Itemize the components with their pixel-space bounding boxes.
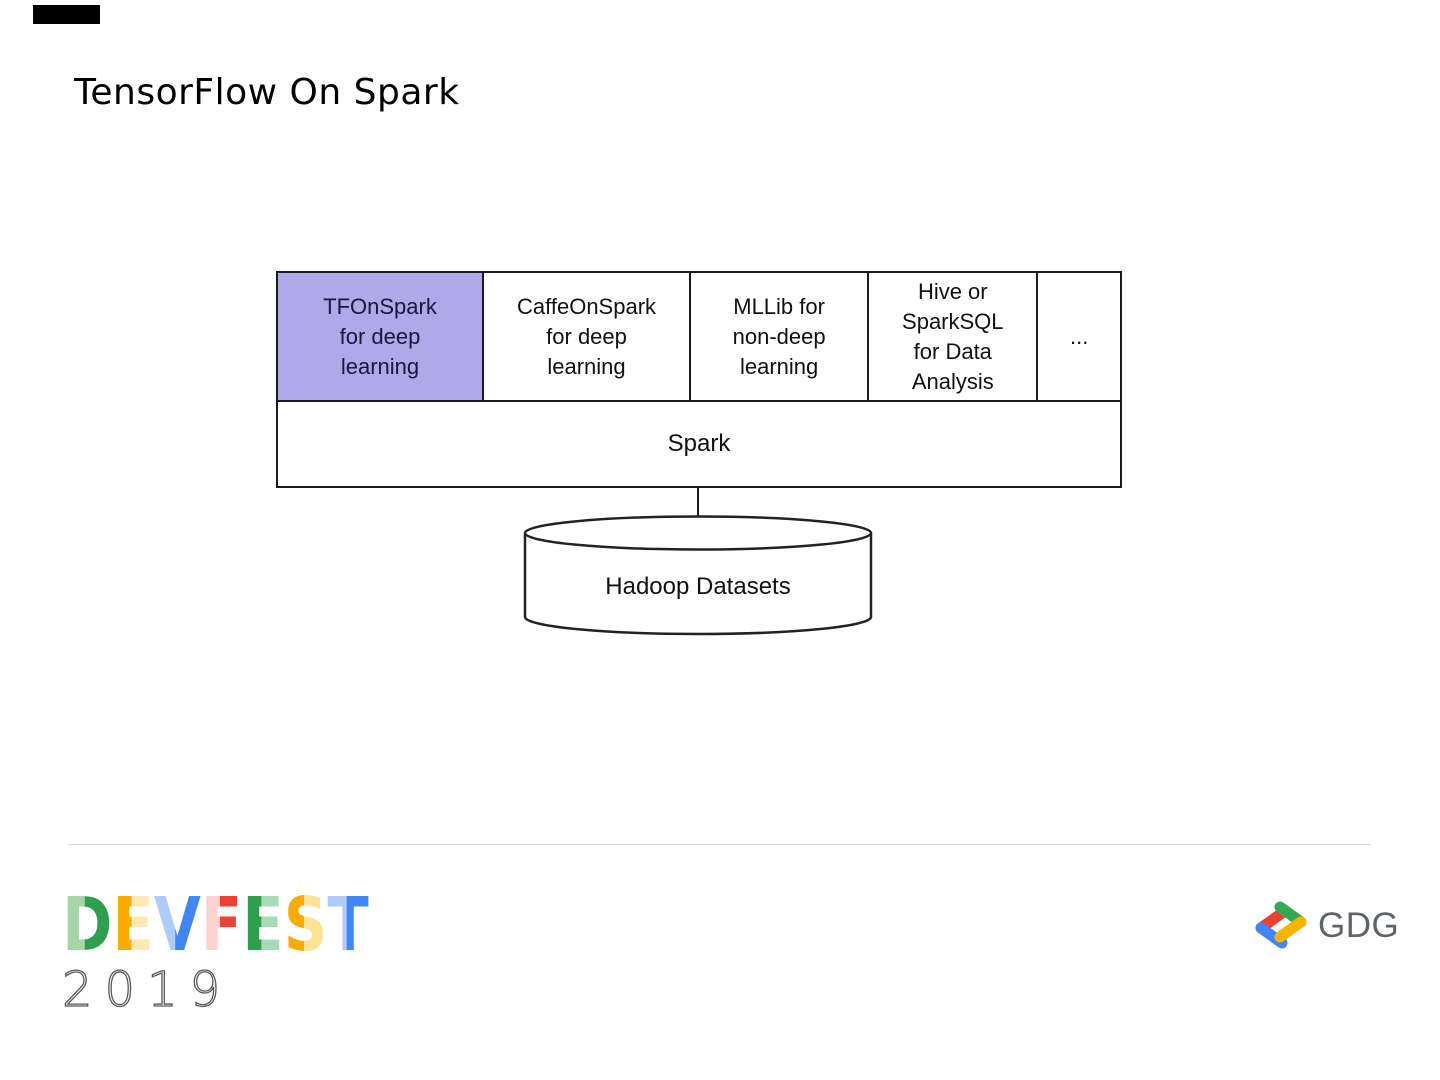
diagram-cell-4: ... <box>1036 273 1120 400</box>
diagram-cell-line: TFOnSpark <box>323 293 437 319</box>
page-title: TensorFlow On Spark <box>74 72 460 113</box>
diagram-cell-line: for deep <box>339 323 421 349</box>
diagram-cell-line: learning <box>340 353 420 379</box>
diagram-cell-line: for Data <box>913 338 992 364</box>
diagram-cell-line: learning <box>739 353 819 379</box>
diagram-cell-line: learning <box>547 353 626 379</box>
diagram-cell-0: TFOnSpark for deep learning <box>278 273 483 400</box>
devfest-letter: F <box>200 882 243 968</box>
diagram-cell-line: for deep <box>546 323 627 349</box>
connector-line <box>697 486 699 517</box>
spark-layer: Spark <box>278 400 1120 486</box>
spark-layer-label: Spark <box>667 430 731 457</box>
diagram-cell-line: non-deep <box>732 323 826 349</box>
devfest-letter: T <box>327 882 369 968</box>
diagram-cell-line: SparkSQL <box>902 308 1004 334</box>
diagram-cell-line: ... <box>1070 323 1089 349</box>
diagram-cell-line: MLLib for <box>733 293 825 319</box>
devfest-letter: E <box>112 882 154 968</box>
diagram-cell-2: MLLib for non-deep learning <box>689 273 868 400</box>
gdg-brackets-icon <box>1255 901 1307 949</box>
hadoop-datasets-label: Hadoop Datasets <box>605 573 790 600</box>
diagram-cell-line: Hive or <box>917 278 988 304</box>
architecture-diagram: TFOnSpark for deep learning CaffeOnSpark for… <box>276 271 1122 488</box>
diagram-cell-line: CaffeOnSpark <box>517 293 657 319</box>
devfest-letter: V <box>153 882 201 968</box>
gdg-label: GDG <box>1318 906 1400 945</box>
diagram-cell-line: Analysis <box>911 368 994 394</box>
devfest-year: 2019 <box>61 961 233 1018</box>
devfest-letter: S <box>283 882 328 968</box>
footer-divider <box>68 844 1371 845</box>
diagram-cell-1: CaffeOnSpark for deep learning <box>482 273 690 400</box>
hadoop-datasets-cylinder: Hadoop Datasets <box>523 515 873 636</box>
devfest-letter: D <box>62 882 113 968</box>
devfest-letter: E <box>242 882 284 968</box>
diagram-top-row: TFOnSpark for deep learning CaffeOnSpark for… <box>278 273 1120 400</box>
top-left-black-bar <box>33 5 100 24</box>
